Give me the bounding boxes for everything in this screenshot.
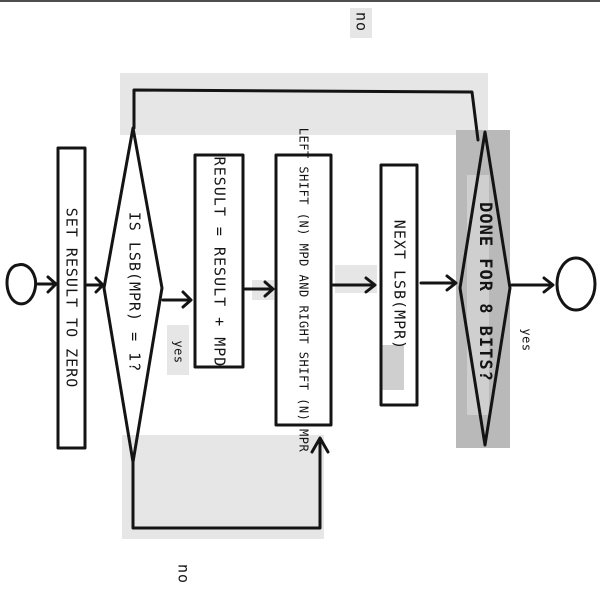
no-branch-arrow: [131, 436, 330, 530]
arrow-next-to-done: [419, 274, 458, 292]
shift-label: LEFT SHIFT (N) MPD AND RIGHT SHIFT (N) M…: [297, 128, 311, 453]
no-branch-highlight: [122, 435, 324, 539]
start-terminal: [5, 263, 38, 306]
lsb-decision-label: IS LSB(MPR) = 1?: [126, 212, 144, 373]
no-label-highlight-top: [350, 8, 372, 38]
add-box: [193, 153, 245, 369]
next-lsb-box: [379, 163, 419, 407]
set-result-label: SET RESULT TO ZERO: [63, 208, 81, 389]
arrow-start-to-set: [36, 275, 58, 294]
arrow-done-to-end: [510, 276, 555, 294]
set-result-box: [56, 146, 87, 450]
arrow-shift-to-next: [331, 276, 377, 294]
no-label-2: no: [353, 12, 371, 32]
done-decision-label: DONE FOR 8 BITS?: [475, 202, 495, 382]
done-decision-diamond: [458, 130, 512, 447]
arrow-add-to-shift: [243, 280, 275, 298]
done-label-highlight: [467, 175, 489, 415]
yes-label-2: yes: [520, 328, 534, 351]
yes-label-highlight-1: [167, 325, 189, 375]
arrow-set-to-decision: [85, 276, 105, 294]
yes-label-1: yes: [172, 340, 186, 363]
loop-back-highlight: [120, 73, 488, 135]
add-label: RESULT = RESULT + MPD: [211, 157, 229, 368]
shift-box: [274, 153, 333, 427]
arrow-yes-to-add: [161, 290, 193, 309]
end-terminal: [555, 256, 597, 312]
loop-back-line: [132, 88, 480, 142]
next-lsb-highlight: [382, 345, 404, 390]
next-lsb-label: NEXT LSB(MPR): [391, 220, 409, 350]
no-label-1: no: [175, 564, 193, 584]
